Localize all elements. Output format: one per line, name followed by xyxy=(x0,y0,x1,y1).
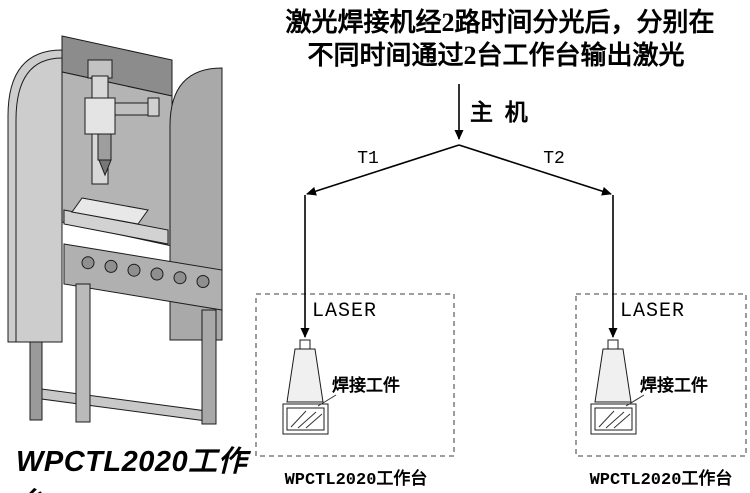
station-boundary xyxy=(575,293,747,457)
diagram-title-line2: 不同时间通过2台工作台输出激光 xyxy=(307,40,684,70)
workpiece-hatch xyxy=(290,410,307,428)
gantry-carriage xyxy=(84,97,116,135)
station-left: LASER 焊接工件 WPCTL2020工作台 xyxy=(255,195,455,490)
workpiece-label: 焊接工件 xyxy=(332,375,400,395)
laser-label: LASER xyxy=(620,300,685,323)
workpiece-hatch xyxy=(613,413,631,429)
control-knob xyxy=(127,263,141,277)
control-knob xyxy=(150,267,164,281)
branch-t2-label: T2 xyxy=(543,149,565,169)
main-unit-label: 主 机 xyxy=(470,100,531,125)
machine-shelf xyxy=(33,387,215,423)
workpiece-hatch xyxy=(297,411,317,429)
laser-split-schematic: 激光焊接机经2路时间分光后，分别在 不同时间通过2台工作台输出激光 主 机 T1… xyxy=(255,7,747,490)
workpiece-hatch xyxy=(598,410,615,428)
machine-caption: WPCTL2020工作台 xyxy=(16,446,248,493)
camera-unit xyxy=(147,97,160,117)
laser-head-nub xyxy=(299,339,311,350)
control-panel xyxy=(63,243,223,311)
workpiece-leader-line xyxy=(317,394,337,407)
work-plate xyxy=(71,197,149,225)
branch-t1-label: T1 xyxy=(357,149,379,169)
machine-laser-nozzle xyxy=(98,159,112,177)
control-knob xyxy=(173,271,187,285)
station-caption: WPCTL2020工作台 xyxy=(590,468,733,490)
control-knob xyxy=(104,259,118,273)
diagram-title-line1: 激光焊接机经2路时间分光后，分别在 xyxy=(285,7,714,37)
workpiece-leader-line xyxy=(625,394,645,407)
machine-leg xyxy=(29,341,43,421)
workpiece-hatch xyxy=(605,411,625,429)
branch-line-t1 xyxy=(306,144,460,196)
control-knob xyxy=(196,275,210,288)
laser-head-nub xyxy=(607,339,619,350)
gantry-motor xyxy=(87,59,113,79)
machine-illustration xyxy=(7,35,223,425)
laser-head-body xyxy=(286,348,324,403)
machine-leg xyxy=(201,309,217,425)
machine-leg xyxy=(75,283,91,423)
branch-line-t2 xyxy=(458,144,612,196)
control-knob xyxy=(81,256,95,270)
machine-left-panel xyxy=(7,49,63,343)
station-boundary xyxy=(255,293,455,457)
machine-left-panel-edge xyxy=(15,57,63,342)
laser-head-body xyxy=(594,348,632,403)
workpiece-hatch xyxy=(305,413,323,429)
station-right: LASER 焊接工件 WPCTL2020工作台 xyxy=(575,195,747,490)
station-caption: WPCTL2020工作台 xyxy=(285,468,428,490)
machine-laser-head xyxy=(97,133,112,161)
laser-label: LASER xyxy=(312,300,377,323)
workpiece-label: 焊接工件 xyxy=(640,375,708,395)
